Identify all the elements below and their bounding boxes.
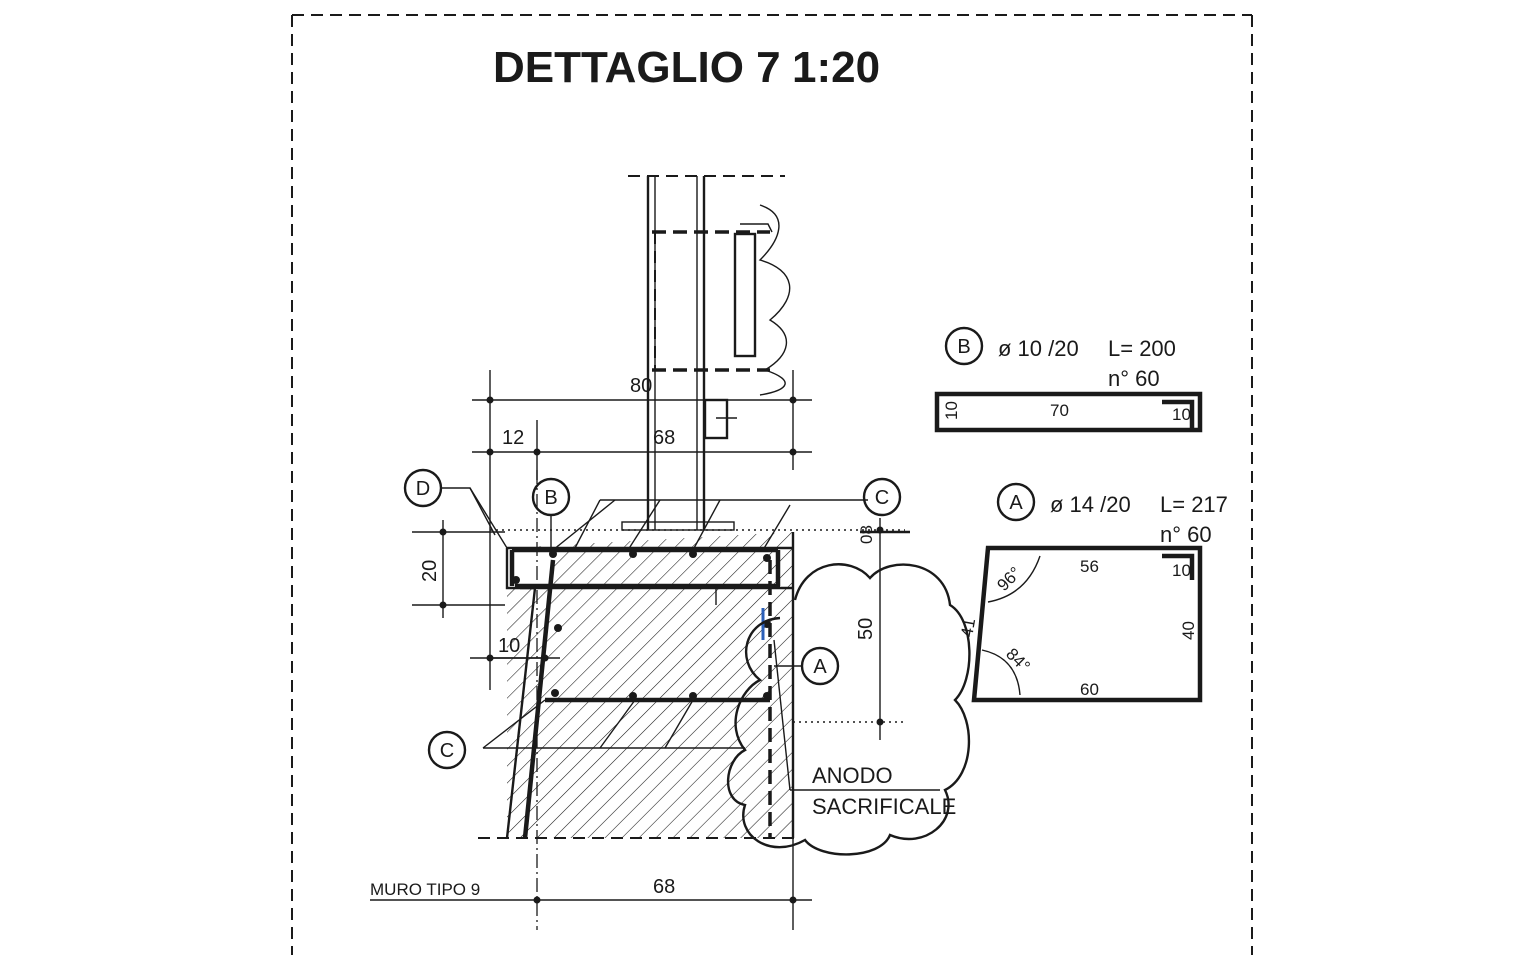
anode-label-2: SACRIFICALE bbox=[812, 794, 956, 819]
callout-C-top-label: C bbox=[875, 487, 889, 509]
anode-label-1: ANODO bbox=[812, 763, 893, 788]
callout-D bbox=[403, 468, 508, 549]
detail-scale: 1:20 bbox=[792, 43, 880, 92]
dim-12: 12 bbox=[502, 427, 524, 449]
bar-B-length: L= 200 bbox=[1108, 336, 1176, 361]
callout-B bbox=[531, 477, 571, 550]
bar-B-schedule bbox=[934, 326, 1203, 433]
dim-10-left: 10 bbox=[498, 635, 520, 657]
bar-A-seg-bottom: 60 bbox=[1080, 680, 1099, 699]
bar-A-spec: ø 14 /20 bbox=[1050, 492, 1131, 517]
dim-80: 80 bbox=[630, 375, 652, 397]
bar-A-seg-left: 41 bbox=[957, 617, 979, 639]
callout-C-bottom-label: C bbox=[440, 740, 454, 762]
callout-A bbox=[774, 646, 840, 686]
bar-A-seg-right: 40 bbox=[1179, 621, 1198, 640]
dim-50: 50 bbox=[855, 618, 877, 640]
sheet-border bbox=[291, 14, 1253, 955]
soil-cloud bbox=[726, 563, 971, 856]
bar-A-schedule bbox=[971, 482, 1203, 703]
bar-B-count: n° 60 bbox=[1108, 366, 1160, 391]
dim-08: 08 bbox=[857, 525, 876, 544]
bar-A-count: n° 60 bbox=[1160, 522, 1212, 547]
dim-68-top: 68 bbox=[653, 427, 675, 449]
bar-A-seg-top: 56 bbox=[1080, 557, 1099, 576]
bar-B-seg-left: 10 bbox=[942, 401, 961, 420]
dimension-lines-right bbox=[860, 518, 910, 740]
bar-B-spec: ø 10 /20 bbox=[998, 336, 1079, 361]
bar-A-angle-bottom: 84° bbox=[1002, 644, 1034, 676]
callout-D-label: D bbox=[416, 478, 430, 500]
callout-C-bottom bbox=[427, 730, 467, 770]
callout-C-top bbox=[862, 477, 902, 517]
reinforcement bbox=[482, 499, 868, 839]
dim-20: 20 bbox=[419, 560, 441, 582]
detail-title: DETTAGLIO 7 bbox=[493, 43, 781, 92]
callout-B-label: B bbox=[544, 487, 557, 509]
bar-A-length: L= 217 bbox=[1160, 492, 1228, 517]
bar-B-seg-mid: 70 bbox=[1050, 401, 1069, 420]
dimension-lines-left bbox=[412, 470, 560, 930]
bar-B-seg-right: 10 bbox=[1172, 405, 1191, 424]
wall-type-label: MURO TIPO 9 bbox=[370, 880, 480, 899]
bar-A-angle-top: 96° bbox=[993, 563, 1025, 595]
guardrail-post bbox=[621, 175, 791, 531]
callout-A-label: A bbox=[813, 656, 827, 678]
dim-68-bottom: 68 bbox=[653, 876, 675, 898]
bar-A-tag: A bbox=[1009, 492, 1023, 514]
bar-A-seg-hook: 10 bbox=[1172, 561, 1191, 580]
dimension-lines-bottom bbox=[370, 838, 812, 930]
bar-B-tag: B bbox=[957, 336, 970, 358]
